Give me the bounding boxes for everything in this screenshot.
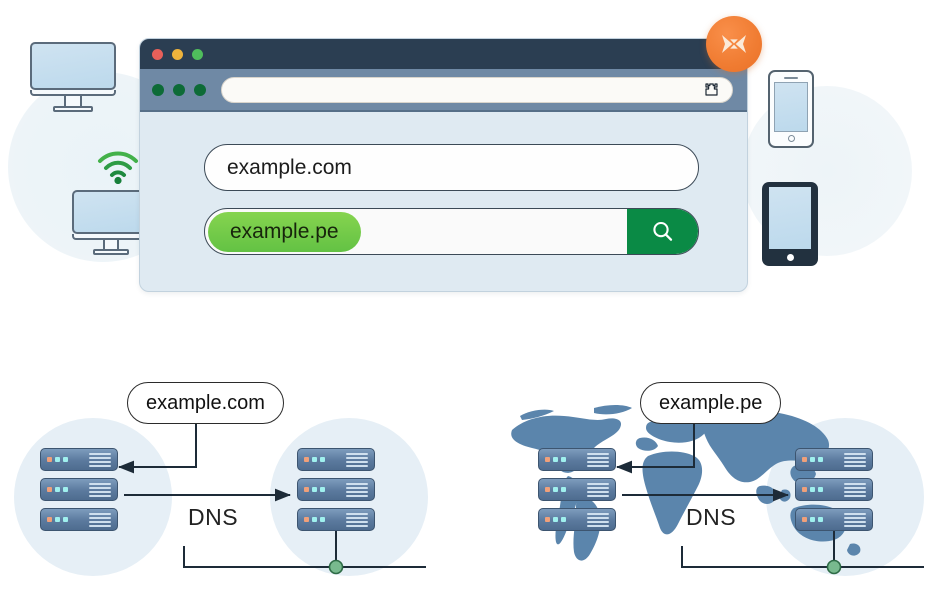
tablet-screen [769, 187, 811, 249]
close-button[interactable] [152, 48, 163, 60]
reload-button[interactable] [194, 83, 206, 96]
server-rack-right-a [538, 448, 616, 531]
server-node [538, 448, 616, 471]
dns-label-left: DNS [188, 504, 239, 530]
server-node [795, 448, 873, 471]
search-chip-token[interactable]: example.pe [208, 211, 361, 252]
dns-label-right: DNS [686, 504, 737, 530]
dns-arrows-left [118, 424, 426, 575]
search-submit-button[interactable] [627, 209, 698, 254]
castle-icon[interactable] [703, 81, 720, 98]
desktop-monitor-icon [30, 42, 116, 112]
domain-input-value: example.com [227, 155, 352, 179]
domain-label-left: example.com [127, 382, 284, 424]
server-node [297, 508, 375, 531]
url-input[interactable] [221, 76, 733, 103]
dns-diagram-right: example.pe DNS [498, 362, 924, 592]
server-node [40, 478, 118, 501]
server-rack-left-a [40, 448, 118, 531]
browser-toolbar [140, 69, 747, 112]
server-node [40, 508, 118, 531]
forward-button[interactable] [173, 83, 185, 96]
laptop-base [93, 249, 129, 255]
monitor-bezel [30, 90, 116, 96]
dns-diagram-left: example.com DNS [6, 362, 428, 592]
bowtie-logo-icon [722, 35, 746, 53]
server-node [297, 478, 375, 501]
browser-content-area: example.com example.pe [140, 112, 747, 291]
monitor-neck [64, 96, 82, 106]
wifi-icon [98, 151, 138, 184]
laptop-screen [72, 190, 150, 234]
monitor-screen [30, 42, 116, 90]
browser-window: example.com example.pe [139, 38, 748, 292]
search-input[interactable]: example.pe [204, 208, 699, 255]
back-button[interactable] [152, 83, 164, 96]
minimize-button[interactable] [172, 48, 183, 60]
phone-speaker [784, 76, 798, 79]
domain-label-right: example.pe [640, 382, 782, 424]
server-node [297, 448, 375, 471]
brand-badge[interactable] [706, 16, 762, 72]
server-node [538, 478, 616, 501]
server-rack-left-b [297, 448, 375, 531]
search-icon [652, 221, 672, 241]
server-node [40, 448, 118, 471]
server-rack-right-b [795, 448, 873, 531]
maximize-button[interactable] [192, 48, 203, 60]
dns-arrows-right [616, 424, 924, 575]
server-node [795, 508, 873, 531]
smartphone-icon [768, 70, 814, 148]
monitor-base [53, 106, 93, 112]
domain-input[interactable]: example.com [204, 144, 699, 191]
laptop-neck [103, 240, 119, 249]
server-node [795, 478, 873, 501]
tablet-home-button [786, 254, 794, 261]
tablet-icon [762, 182, 818, 266]
laptop-monitor-icon [72, 190, 150, 255]
server-node [538, 508, 616, 531]
phone-screen [774, 81, 808, 132]
browser-titlebar [140, 39, 747, 69]
phone-home-button [787, 134, 795, 142]
